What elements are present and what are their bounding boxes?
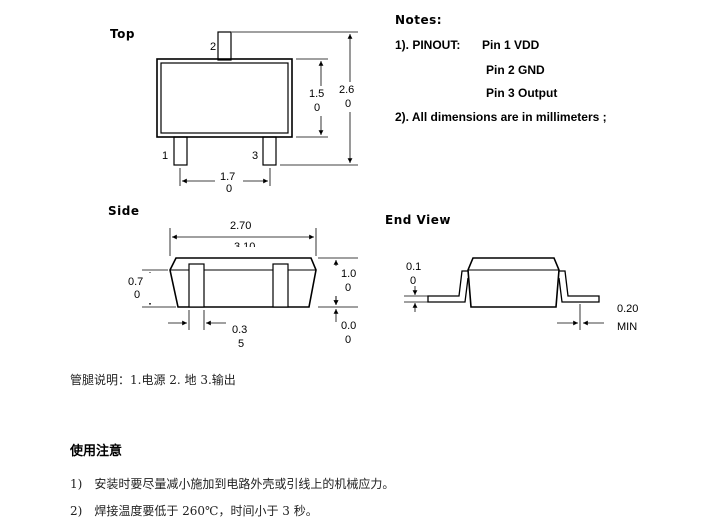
top-view-body [156, 31, 293, 166]
notes-pin-3: Pin 3 Output [486, 86, 557, 100]
notes-pin-1: Pin 1 VDD [482, 38, 540, 52]
notes-units: 2). All dimensions are in millimeters ; [395, 110, 607, 124]
pin-1-label: 1 [162, 150, 168, 162]
dim-foot-min-label: MIN [617, 321, 637, 333]
usage-notes-title: 使用注意 [70, 444, 123, 459]
end-view-dimension-arrows [412, 286, 604, 326]
dim-body-height-value: 1.5 [309, 88, 324, 100]
dim-lead-thickness-value: 0.1 [406, 261, 421, 273]
end-view-extension-lines [404, 295, 581, 330]
dim-standoff-value: 0.0 [341, 320, 356, 332]
side-view-heading: Side [108, 204, 139, 218]
top-body-inner [160, 62, 289, 134]
end-body-outline [467, 257, 560, 308]
top-view-heading: Top [110, 27, 135, 41]
dim-standoff-tail: 0 [345, 334, 351, 346]
top-view-extension-lines [179, 31, 358, 186]
dim-lead-width-value: 0.3 [232, 324, 247, 336]
side-lead-left [188, 263, 205, 308]
dim-total-height-tail: 0 [345, 98, 351, 110]
dim-total-height-side-value: 1.0 [341, 268, 356, 280]
dim-total-height-value: 2.6 [339, 84, 354, 96]
dim-foot-value: 0.20 [617, 303, 638, 315]
dim-total-height-side-tail: 0 [345, 282, 351, 294]
end-lead-right [558, 270, 600, 303]
notes-pin-2: Pin 2 GND [486, 63, 545, 77]
dim-pitch-value: 1.7 [220, 171, 235, 183]
pin-3-label: 3 [252, 150, 258, 162]
dim-body-height-tail: 0 [314, 102, 320, 114]
notes-pinout-label: 1). PINOUT: [395, 38, 460, 52]
end-view-heading: End View [385, 213, 451, 227]
dim-length-inner-value: 3.10 [234, 241, 255, 253]
side-view-dimension-arrows [147, 234, 339, 326]
dim-length-value: 2.70 [230, 220, 251, 232]
top-body-outer [156, 58, 293, 138]
dim-body-height-side-value: 0.7 [128, 276, 143, 288]
dim-lead-thickness-tail: 0 [410, 275, 416, 287]
dim-lead-width-tail: 5 [238, 338, 244, 350]
side-view-extension-lines [142, 228, 358, 330]
dim-body-height-side-tail: 0 [134, 289, 140, 301]
side-view-body [169, 257, 317, 308]
pin-description: 管腿说明：1.电源 2. 地 3.输出 [70, 373, 236, 387]
top-pin-1 [173, 136, 188, 166]
usage-note-1: 1) 安装时要尽量减小施加到电路外壳或引线上的机械应力。 [70, 477, 395, 491]
end-view-body [427, 257, 600, 308]
dim-pitch-tail: 0 [226, 183, 232, 195]
top-pin-2 [217, 31, 232, 61]
side-lead-right [272, 263, 289, 308]
pin-2-label: 2 [210, 41, 216, 53]
top-pin-3 [262, 136, 277, 166]
end-lead-left [427, 270, 469, 303]
usage-note-2: 2) 焊接温度要低于 260℃，时间小于 3 秒。 [70, 504, 318, 518]
notes-heading: Notes: [395, 13, 442, 27]
